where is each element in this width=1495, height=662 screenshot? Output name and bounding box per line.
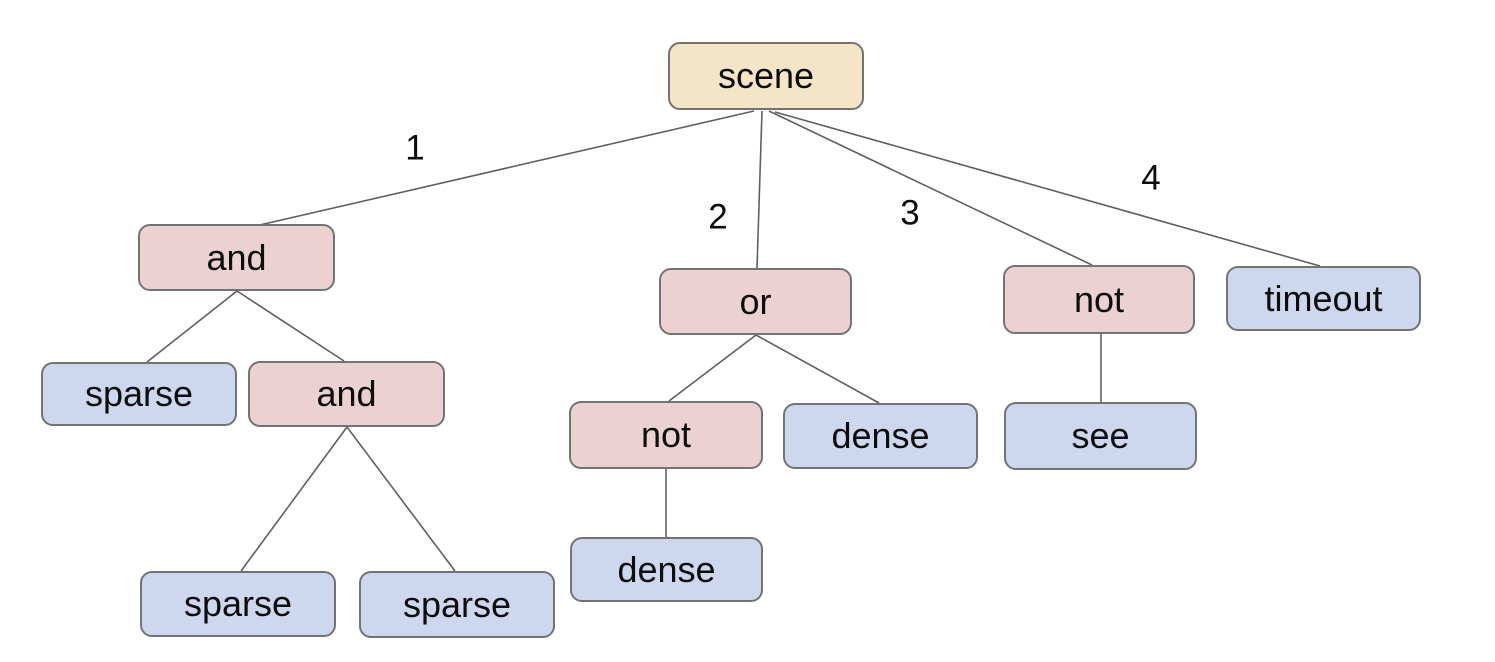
node-not-1: not (1003, 265, 1195, 334)
node-sparse-1: sparse (41, 362, 237, 426)
edge-scene-or (756, 110, 763, 269)
edge-and2-sparse3 (346, 426, 456, 572)
edge-or-not (668, 334, 757, 402)
edge-label-3: 3 (900, 193, 920, 233)
node-scene: scene (668, 42, 864, 110)
edge-label-4: 4 (1141, 158, 1161, 198)
node-timeout: timeout (1226, 266, 1421, 331)
node-dense-2: dense (570, 537, 763, 602)
edge-and2-sparse2 (240, 426, 348, 572)
node-not-2: not (569, 401, 763, 469)
node-and-2: and (248, 361, 445, 427)
node-or: or (659, 268, 852, 335)
edge-scene-timeout (774, 111, 1321, 267)
edge-label-2: 2 (708, 197, 728, 237)
edge-scene-and (250, 110, 755, 228)
node-sparse-3: sparse (359, 571, 555, 638)
node-dense-1: dense (783, 403, 978, 469)
node-see: see (1004, 402, 1197, 470)
edge-and-sparse (146, 290, 238, 363)
node-sparse-2: sparse (140, 571, 336, 637)
edge-scene-not (768, 110, 1093, 266)
edge-label-1: 1 (405, 128, 425, 168)
edge-and-and (236, 290, 345, 362)
edge-or-dense (755, 334, 880, 404)
node-and-1: and (138, 224, 335, 291)
